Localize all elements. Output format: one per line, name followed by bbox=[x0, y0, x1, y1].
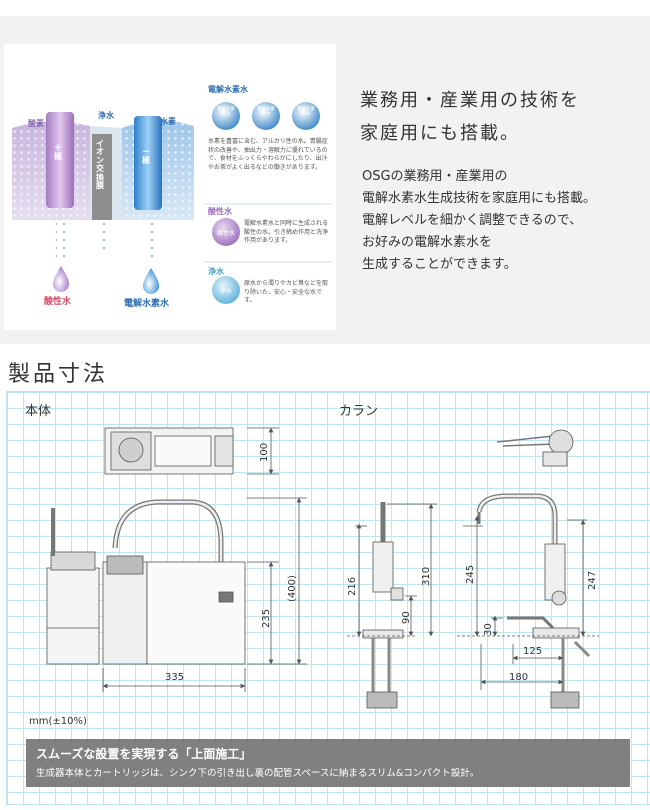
label-faucet: カラン bbox=[339, 404, 379, 419]
dim-30: 30 bbox=[483, 623, 494, 636]
label-main-body: 本体 bbox=[25, 404, 52, 419]
label-pure-water: 浄水 bbox=[98, 111, 114, 120]
dim-125: 125 bbox=[523, 646, 543, 657]
minus-pole-label: －極 bbox=[142, 147, 150, 165]
electrolysis-illustration bbox=[12, 102, 332, 304]
dim-400: (400) bbox=[287, 575, 298, 602]
dimension-drawing bbox=[46, 427, 599, 709]
intro-title-line2: 家庭用にも搭載。 bbox=[360, 123, 520, 144]
dimensions-title: 製品寸法 bbox=[8, 362, 109, 387]
out-hydrogen-label: 電解水素水 bbox=[124, 299, 170, 309]
dim-100: 100 bbox=[259, 442, 270, 462]
dim-335: 335 bbox=[165, 672, 185, 683]
dim-247: 247 bbox=[587, 570, 598, 590]
label-hydrogen: 水素 bbox=[160, 117, 176, 126]
dim-90: 90 bbox=[401, 611, 412, 624]
pure-desc: 原水から濁りやカビ臭などを取り除いた、安心・安全な水です。 bbox=[244, 280, 329, 305]
sec-hydrogen-title: 電解水素水 bbox=[208, 85, 248, 94]
unit-note: mm(±10%) bbox=[29, 716, 87, 727]
dimensions-grid: 本体 カラン 100 (400) 235 335 216 310 90 245 … bbox=[6, 391, 650, 805]
intro-body-line5: 生成することができます。 bbox=[362, 257, 517, 272]
intro-body-line3: 電解レベルを細かく調整できるので、 bbox=[362, 213, 583, 228]
hydrogen-desc: 水素を豊富に含む、アルカリ性の水。胃腸症状の改善や、抽出力・溶解力に優れているの… bbox=[208, 138, 328, 172]
installation-banner: スムーズな設置を実現する「上面施工」 生成器本体とカートリッジは、シンク下の引き… bbox=[26, 739, 630, 787]
badge-weak: 電解水素水弱 bbox=[297, 107, 315, 118]
dim-216: 216 bbox=[347, 576, 358, 596]
dim-235: 235 bbox=[261, 608, 272, 628]
dim-245: 245 bbox=[465, 564, 476, 584]
badge-strong: 電解水素水強 bbox=[217, 107, 235, 118]
out-acid-label: 酸性水 bbox=[44, 297, 72, 307]
badge-mid: 電解水素水中 bbox=[257, 107, 275, 118]
banner-description: 生成器本体とカートリッジは、シンク下の引き出し裏の配管スペースに納まるスリム&コ… bbox=[36, 768, 480, 779]
pure-badge: 浄水 bbox=[219, 288, 232, 295]
ion-membrane-label: イオン交換膜 bbox=[96, 139, 104, 190]
banner-heading: スムーズな設置を実現する「上面施工」 bbox=[36, 747, 252, 761]
intro-title-line1: 業務用・産業用の技術を bbox=[360, 90, 580, 111]
acid-badge: 酸性水 bbox=[216, 230, 235, 237]
acid-desc: 電解水素水と同時に生成される酸性の水。引き締め作用と洗浄作用があります。 bbox=[244, 220, 329, 245]
intro-body-line4: お好みの電解水素水を bbox=[362, 235, 493, 250]
label-oxygen: 酸素 bbox=[28, 119, 44, 128]
sec-pure-title: 浄水 bbox=[208, 267, 224, 276]
electrolysis-diagram: 酸素 浄水 水素 ＋極 －極 イオン交換膜 酸性水 電解水素水 電解水素水 電解… bbox=[4, 44, 336, 330]
dim-310: 310 bbox=[421, 566, 432, 586]
intro-body-line1: OSGの業務用・産業用の bbox=[362, 169, 508, 184]
plus-pole-label: ＋極 bbox=[54, 143, 62, 161]
intro-body-line2: 電解水素水生成技術を家庭用にも搭載。 bbox=[362, 191, 597, 206]
dim-180: 180 bbox=[509, 672, 529, 683]
intro-section: 酸素 浄水 水素 ＋極 －極 イオン交換膜 酸性水 電解水素水 電解水素水 電解… bbox=[0, 16, 650, 344]
sec-acid-title: 酸性水 bbox=[208, 207, 232, 216]
